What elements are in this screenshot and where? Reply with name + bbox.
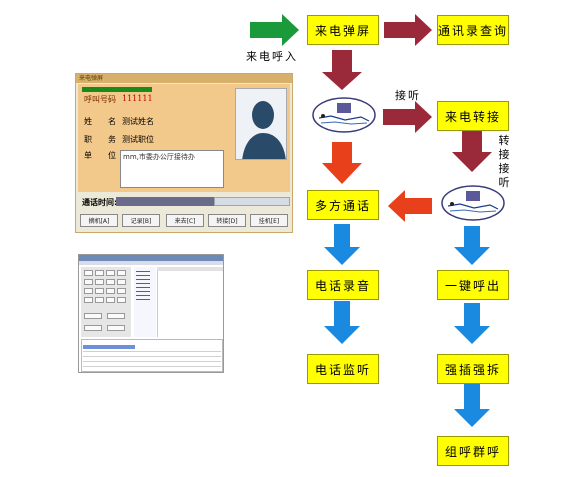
- call-time-bar: [116, 197, 216, 206]
- console-screenshot-icon: [78, 254, 224, 373]
- name-label: 姓 名: [84, 117, 116, 126]
- name-value: 测试姓名: [122, 117, 154, 126]
- job-label: 职 务: [84, 135, 116, 144]
- box-group-call: 组呼群呼: [437, 436, 509, 466]
- time-label: 通话时间:: [82, 198, 118, 207]
- blue-arrow-down-2: [324, 301, 360, 344]
- box-one-key-call: 一键呼出: [437, 270, 509, 300]
- box-multi-party: 多方通话: [307, 190, 379, 220]
- come-go-button[interactable]: 来去[C]: [166, 214, 204, 227]
- number-label: 呼叫号码: [84, 95, 116, 104]
- label-incoming: 来电呼入: [246, 50, 298, 63]
- org-label: 单 位: [84, 151, 116, 160]
- pickup-button[interactable]: 摘机[A]: [80, 214, 118, 227]
- phone-answer-icon: [312, 97, 376, 133]
- blue-arrow-down-5: [454, 384, 490, 427]
- green-arrow-incoming: [250, 14, 299, 46]
- org-value-field[interactable]: mm,市委办公厅接待办: [120, 150, 224, 188]
- number-value: 111111: [122, 94, 153, 103]
- phone-transfer-icon: [441, 185, 505, 221]
- blue-arrow-down-3: [454, 226, 490, 265]
- label-transfer-3: 接: [498, 162, 510, 175]
- box-barge-in: 强插强拆: [437, 354, 509, 384]
- caller-window-title: 来电弹屏: [79, 75, 104, 82]
- label-answer: 接听: [395, 89, 421, 102]
- box-call-transfer: 来电转接: [437, 101, 509, 131]
- status-strip: [82, 87, 152, 92]
- record-button[interactable]: 记录[B]: [122, 214, 160, 227]
- box-address-lookup: 通讯录查询: [437, 15, 509, 45]
- maroon-arrow-down-answer: [322, 50, 362, 90]
- label-transfer-2: 接: [498, 148, 510, 161]
- label-transfer-4: 听: [498, 176, 510, 189]
- red-arrow-left-multiparty: [388, 190, 432, 222]
- job-value: 测试职位: [122, 135, 154, 144]
- transfer-button[interactable]: 转接[D]: [208, 214, 246, 227]
- person-silhouette-icon: [235, 88, 287, 160]
- box-screen-pop: 来电弹屏: [307, 15, 379, 45]
- red-arrow-down-multiparty: [322, 142, 362, 184]
- box-recording: 电话录音: [307, 270, 379, 300]
- maroon-arrow-transfer: [383, 101, 432, 133]
- blue-arrow-down-4: [454, 303, 490, 344]
- box-monitoring: 电话监听: [307, 354, 379, 384]
- maroon-arrow-down-transfer: [452, 131, 492, 172]
- caller-window-titlebar: 来电弹屏: [76, 74, 292, 83]
- caller-id-window: 来电弹屏 呼叫号码 111111 姓 名 测试姓名 职 务 测试职位 单 位 m…: [75, 73, 293, 233]
- blue-arrow-down-1: [324, 224, 360, 265]
- label-transfer-1: 转: [498, 134, 510, 147]
- call-time-field: [214, 197, 290, 206]
- maroon-arrow-lookup: [384, 14, 432, 46]
- hangup-button[interactable]: 挂机[E]: [250, 214, 288, 227]
